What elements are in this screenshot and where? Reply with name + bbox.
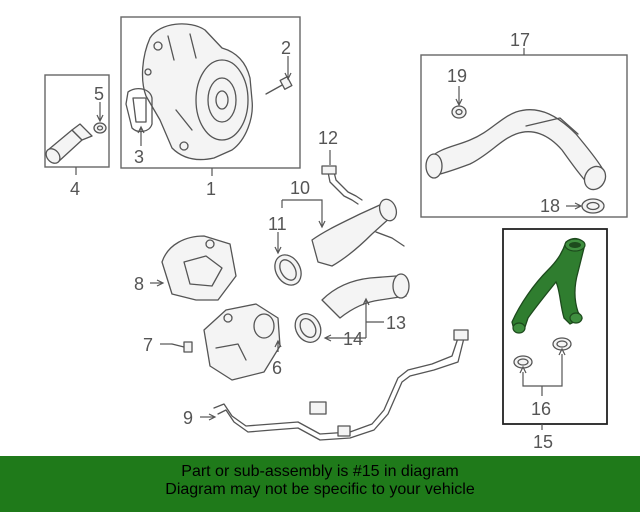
hose-10-group[interactable]: 10 11 bbox=[268, 178, 405, 290]
callout-10[interactable]: 10 bbox=[290, 178, 310, 198]
callout-6[interactable]: 6 bbox=[272, 358, 282, 378]
callout-8[interactable]: 8 bbox=[134, 274, 144, 294]
callout-7[interactable]: 7 bbox=[143, 335, 153, 355]
callout-14[interactable]: 14 bbox=[343, 329, 363, 349]
pipe-12-group[interactable]: 12 bbox=[318, 128, 363, 205]
seal-19 bbox=[451, 105, 467, 119]
callout-19[interactable]: 19 bbox=[447, 66, 467, 86]
tube-15-box bbox=[502, 228, 608, 425]
sensor-group[interactable]: 5 4 bbox=[43, 74, 110, 199]
callout-9[interactable]: 9 bbox=[183, 408, 193, 428]
callout-17[interactable]: 17 bbox=[510, 30, 530, 50]
water-pump-group[interactable]: 2 3 1 bbox=[120, 16, 301, 199]
pump-pulley bbox=[195, 59, 249, 141]
callout-4[interactable]: 4 bbox=[70, 179, 80, 199]
sensor-box bbox=[44, 74, 110, 168]
gasket-3 bbox=[125, 87, 153, 133]
water-pump-housing bbox=[141, 23, 253, 161]
tube-17 bbox=[429, 109, 603, 189]
seal-5 bbox=[93, 122, 107, 134]
callout-15[interactable]: 15 bbox=[533, 432, 553, 452]
housing-8-group[interactable]: 8 bbox=[134, 235, 237, 301]
callout-13[interactable]: 13 bbox=[386, 313, 406, 333]
callout-1[interactable]: 1 bbox=[206, 179, 216, 199]
pipe-12 bbox=[327, 171, 359, 205]
callout-3[interactable]: 3 bbox=[134, 147, 144, 167]
callout-2[interactable]: 2 bbox=[281, 38, 291, 58]
callout-11[interactable]: 11 bbox=[268, 214, 287, 234]
notice-line-2: Diagram may not be specific to your vehi… bbox=[165, 481, 475, 498]
bolt-2 bbox=[265, 83, 285, 95]
pipe-9-group[interactable]: 9 bbox=[183, 329, 469, 441]
housing-8 bbox=[161, 235, 237, 301]
tube-15-group[interactable]: 16 15 bbox=[502, 228, 608, 452]
hose-13-group[interactable]: 13 14 bbox=[290, 273, 410, 349]
callout-5[interactable]: 5 bbox=[94, 84, 104, 104]
tube-17-group[interactable]: 19 18 17 bbox=[420, 30, 628, 218]
notice-line-1: Part or sub-assembly is #15 in diagram bbox=[181, 463, 459, 480]
clamp-14 bbox=[294, 313, 322, 343]
parts-diagram: 2 3 1 5 4 19 18 17 bbox=[43, 16, 628, 452]
callout-16[interactable]: 16 bbox=[531, 399, 551, 419]
water-pump-box bbox=[120, 16, 301, 169]
callout-12[interactable]: 12 bbox=[318, 128, 338, 148]
clamp-11 bbox=[274, 254, 302, 286]
callout-18[interactable]: 18 bbox=[540, 196, 560, 216]
seal-18 bbox=[581, 198, 605, 214]
hose-10 bbox=[311, 203, 393, 267]
diagram-notice-banner: Part or sub-assembly is #15 in diagram D… bbox=[0, 456, 640, 512]
housing-6-group[interactable]: 7 6 bbox=[143, 303, 282, 381]
tube-15 bbox=[511, 237, 585, 331]
